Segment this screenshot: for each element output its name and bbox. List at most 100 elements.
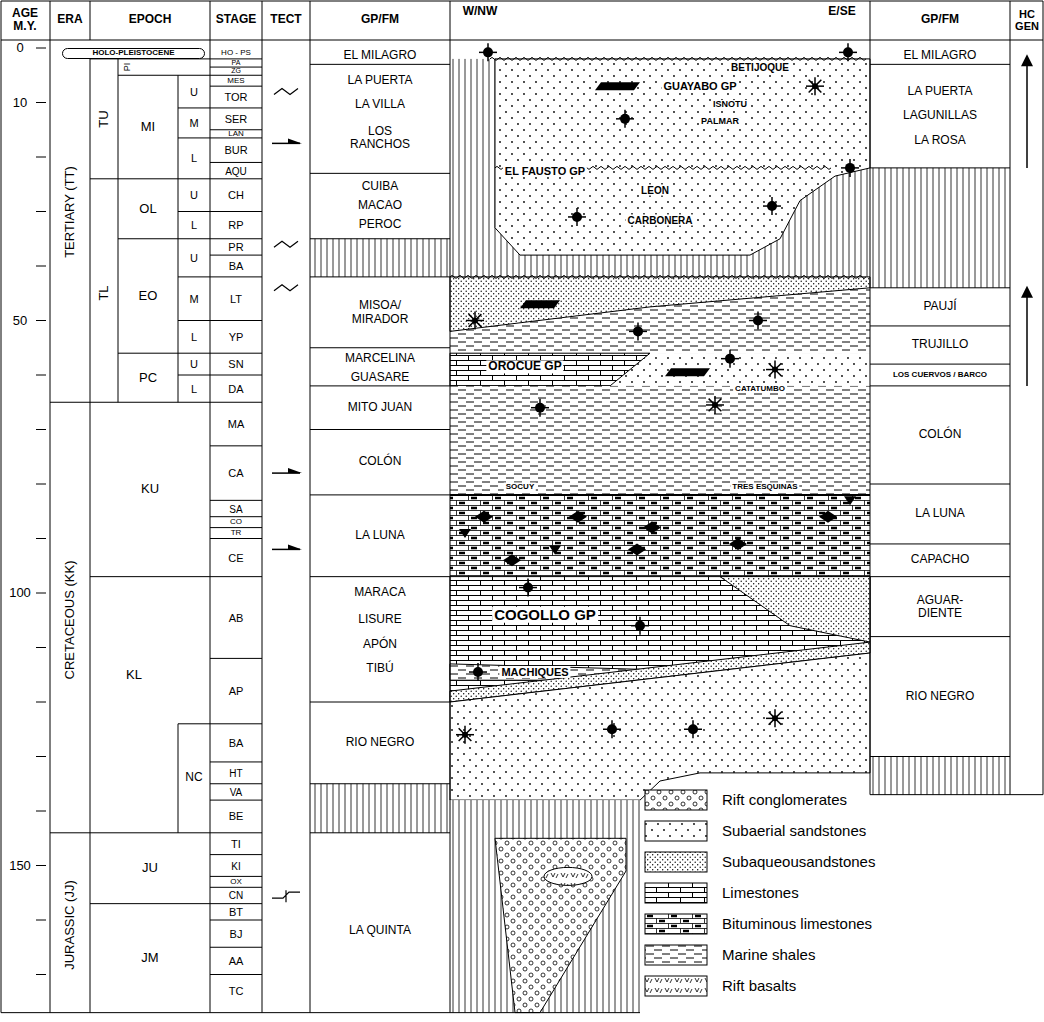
age-tick: [36, 974, 46, 975]
grid-line: [50, 832, 210, 833]
subaqueous-sandstone-layer: [450, 277, 870, 332]
source-rock-symbol: [844, 496, 856, 505]
section-label: CARBONERA: [626, 214, 695, 225]
stage-label: AB: [229, 611, 244, 623]
grid-line: [870, 364, 1010, 365]
stage-label: TC: [229, 985, 244, 997]
grid-line: [1, 1, 1043, 2]
age-number: 100: [9, 586, 31, 600]
formation-label: LA PUERTA: [348, 74, 413, 87]
grid-line: [210, 658, 262, 659]
tectonic-symbol: [288, 138, 302, 143]
age-number: 0: [16, 41, 23, 55]
formation-label: RIO NEGRO: [346, 736, 415, 749]
grid-line: [870, 794, 1043, 795]
grid-line: [210, 255, 262, 256]
oil-symbol: [483, 47, 493, 57]
source-rock-symbol: [569, 511, 587, 523]
grid-line: [870, 756, 1010, 757]
formation-label: LOS RANCHOS: [340, 125, 420, 151]
grid-line: [210, 783, 262, 784]
section-label: OROCUE GP: [486, 360, 563, 373]
grid-line: [870, 543, 1010, 544]
stage-label: TR: [231, 529, 242, 538]
grid-line: [90, 178, 210, 179]
column-header: TECT: [270, 13, 301, 26]
hc-arrow: [1021, 54, 1033, 66]
hiatus-fill: [450, 800, 640, 1013]
formation-label: AGUAR- DIENTE: [905, 593, 975, 619]
legend-text: Subaerial sandstones: [722, 823, 866, 840]
stage-label: MES: [227, 76, 244, 85]
column-header: HC GEN: [1012, 8, 1042, 32]
grid-line: [90, 59, 91, 1013]
column-header: GP/FM: [921, 13, 959, 26]
age-tick: [36, 756, 46, 757]
legend-text: Subaqueousandstones: [722, 854, 875, 871]
epoch-label: M: [189, 293, 198, 305]
oil-symbol: [725, 354, 735, 364]
grid-line: [210, 211, 262, 212]
hc-arrow: [1026, 296, 1028, 386]
tectonic-symbol: [274, 285, 298, 291]
formation-label: APÓN: [363, 638, 397, 651]
oil-symbol: [607, 724, 617, 734]
grid-line: [870, 636, 1010, 637]
formation-label: LISURE: [358, 614, 401, 627]
hc-arrow: [1026, 64, 1028, 168]
grid-line: [870, 484, 1010, 485]
formation-label: COLÓN: [919, 428, 962, 441]
age-tick: [36, 320, 46, 321]
epoch-label: HOLO-PLEISTOCENE: [92, 49, 174, 58]
epoch-label: JU: [142, 861, 158, 875]
hiatus-fill: [310, 239, 450, 277]
formation-label: CAPACHO: [911, 554, 969, 567]
gas-symbol: [472, 318, 478, 324]
grid-line: [1, 1, 2, 1013]
grid-line: [210, 500, 262, 501]
epoch-label: L: [191, 219, 197, 231]
grid-line: [210, 576, 262, 577]
grid-line: [1043, 1, 1044, 795]
bed-line: [450, 494, 870, 496]
formation-label: LA LUNA: [915, 507, 964, 520]
age-number: 50: [13, 313, 27, 327]
hiatus-fill: [310, 784, 450, 833]
section-label: TRES ESQUINAS: [730, 482, 799, 491]
gas-symbol: [462, 732, 468, 738]
grid-line: [210, 402, 262, 403]
tectonic-symbol: [288, 544, 302, 549]
grid-line: [178, 375, 210, 376]
legend-text: Rift conglomerates: [722, 792, 847, 809]
formation-label: MARACA: [354, 586, 405, 599]
tectonic-symbol: [288, 468, 302, 473]
age-tick: [36, 429, 46, 430]
section-label: EL FAUSTO GP: [503, 165, 587, 177]
legend-swatch: [645, 945, 707, 965]
tectonic-symbol: [272, 890, 300, 902]
stage-label: SER: [225, 113, 248, 125]
grid-line: [90, 576, 210, 577]
stage-label: CH: [228, 189, 244, 201]
epoch-label: KL: [126, 668, 142, 682]
age-tick: [36, 811, 46, 812]
sandstone-layer: [450, 353, 870, 386]
formation-label: LA LUNA: [355, 529, 404, 542]
grid-line: [210, 320, 262, 321]
section-label: ISNOTU: [711, 100, 749, 110]
grid-line: [310, 429, 450, 430]
legend-swatch: [645, 914, 707, 934]
grid-line: [210, 107, 262, 108]
grid-line: [870, 385, 1010, 386]
stage-label: CO: [230, 518, 242, 527]
grid-line: [870, 287, 1010, 288]
grid-line: [210, 800, 262, 801]
formation-label: LA VILLA: [355, 99, 405, 112]
formation-label: MISOA/ MIRADOR: [340, 299, 420, 325]
grid-line: [118, 59, 119, 402]
column-header: STAGE: [216, 13, 256, 26]
grid-line: [210, 238, 262, 239]
legend-swatch: [644, 975, 708, 997]
stage-label: PR: [228, 241, 243, 253]
grid-line: [310, 276, 450, 277]
